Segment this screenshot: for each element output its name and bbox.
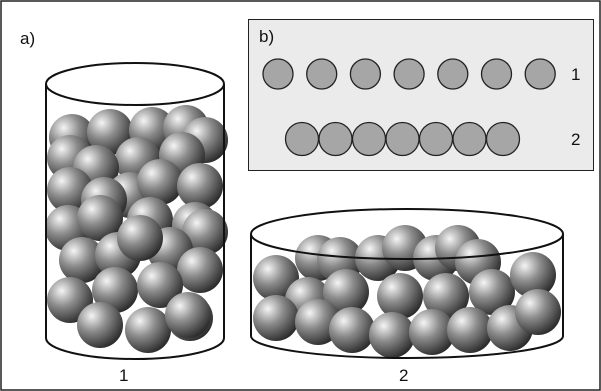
spaced-circle bbox=[306, 58, 338, 90]
sphere bbox=[510, 252, 556, 298]
sphere bbox=[447, 307, 493, 353]
sphere bbox=[182, 209, 228, 255]
sphere bbox=[177, 247, 223, 293]
packed-circle bbox=[452, 121, 487, 157]
sphere bbox=[469, 269, 515, 315]
container-1-label: 1 bbox=[119, 366, 129, 385]
sphere bbox=[515, 289, 561, 335]
packed-circle bbox=[385, 121, 420, 157]
container-2-label: 2 bbox=[399, 366, 409, 385]
sphere bbox=[329, 307, 375, 353]
packed-circle bbox=[351, 121, 387, 157]
sphere bbox=[253, 295, 299, 341]
wide-dish-spheres bbox=[253, 225, 561, 358]
sphere bbox=[165, 292, 211, 338]
sphere bbox=[117, 215, 163, 261]
sphere bbox=[137, 262, 183, 308]
tall-cylinder bbox=[45, 62, 225, 360]
wide-dish-base bbox=[250, 335, 564, 359]
sphere bbox=[87, 109, 133, 155]
wide-dish-front-rim bbox=[250, 233, 564, 260]
tall-cylinder-spheres bbox=[45, 105, 228, 353]
sphere bbox=[177, 163, 223, 209]
row-2-label: 2 bbox=[571, 130, 581, 149]
spaced-circle bbox=[262, 58, 294, 90]
sphere bbox=[377, 273, 423, 319]
sphere bbox=[137, 159, 183, 205]
wide-dish-back-rim bbox=[250, 208, 564, 235]
sphere bbox=[125, 307, 171, 353]
spaced-circle bbox=[437, 58, 469, 90]
circle-row-1 bbox=[262, 58, 556, 90]
sphere bbox=[409, 309, 455, 355]
sphere bbox=[77, 195, 123, 241]
row-1-label: 1 bbox=[571, 65, 581, 84]
circle-row-2 bbox=[284, 121, 521, 157]
packed-circle bbox=[418, 121, 454, 157]
packed-circle bbox=[318, 121, 353, 157]
packed-circle bbox=[485, 121, 521, 157]
tall-cylinder-base bbox=[45, 337, 225, 360]
spaced-circle bbox=[393, 58, 425, 90]
sphere bbox=[323, 269, 369, 315]
panel-b-label: b) bbox=[259, 27, 275, 46]
sphere bbox=[59, 237, 105, 283]
sphere bbox=[369, 312, 415, 358]
packed-circle bbox=[284, 121, 320, 157]
spaced-circle bbox=[524, 58, 556, 90]
sphere bbox=[253, 255, 299, 301]
sphere bbox=[423, 273, 469, 319]
sphere bbox=[77, 302, 123, 348]
spaced-circle bbox=[480, 58, 513, 90]
spaced-circle bbox=[349, 58, 382, 90]
sphere bbox=[92, 267, 138, 313]
panel-a-label: a) bbox=[20, 29, 36, 48]
wide-dish bbox=[250, 233, 564, 359]
